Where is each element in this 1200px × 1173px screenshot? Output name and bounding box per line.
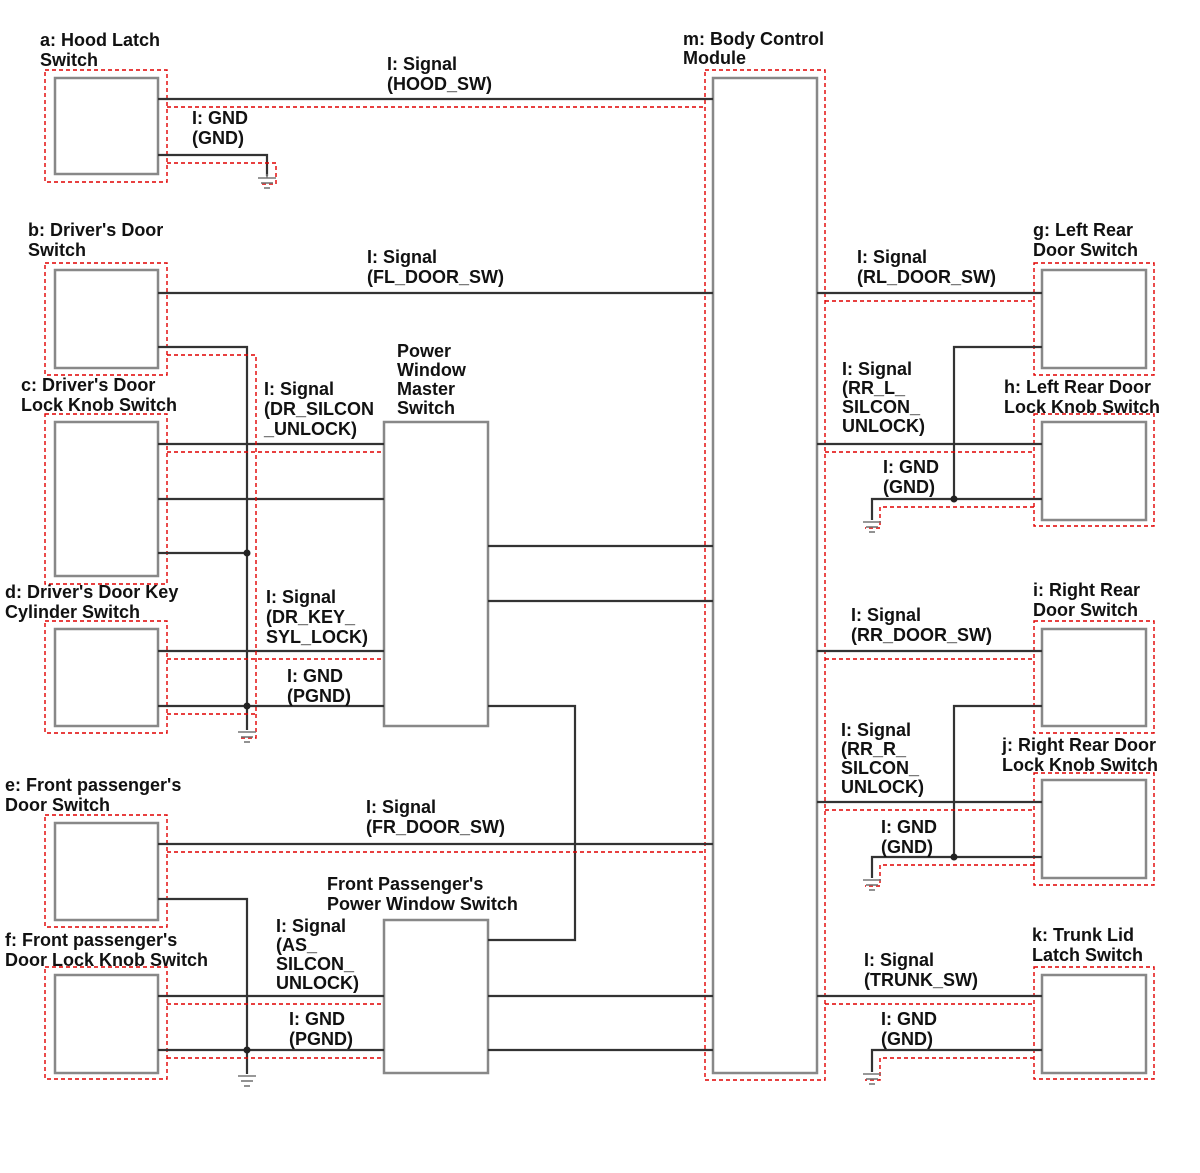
wire-rr-gnd — [870, 855, 1042, 878]
wire-fl-door-common — [158, 345, 249, 730]
drivers-door-switch-box — [53, 268, 160, 370]
label-drivers-door-switch: b: Driver's Door Switch — [28, 220, 168, 260]
dashed-routes — [167, 106, 1034, 1081]
ground-icon — [863, 879, 881, 891]
signal-label-rl-door-sw: I: Signal (RL_DOOR_SW) — [857, 247, 996, 287]
label-hood-latch-switch: a: Hood Latch Switch — [40, 30, 165, 70]
junction-dot — [243, 549, 251, 557]
label-front-passenger-door-lock-knob-switch: f: Front passenger's Door Lock Knob Swit… — [5, 930, 208, 970]
front-passenger-door-lock-knob-switch-box — [53, 973, 160, 1075]
signal-label-trunk-sw: I: Signal (TRUNK_SW) — [864, 950, 978, 990]
drivers-door-switch-outline — [44, 262, 168, 376]
junction-dot — [950, 853, 958, 861]
left-rear-door-lock-knob-switch-outline — [1033, 413, 1155, 527]
wire-rl-door-common — [952, 345, 1042, 499]
signal-label-rr-door-sw: I: Signal (RR_DOOR_SW) — [851, 605, 992, 645]
label-drivers-door-key-cylinder-switch: d: Driver's Door Key Cylinder Switch — [5, 582, 183, 622]
label-trunk-lid-latch-switch: k: Trunk Lid Latch Switch — [1032, 925, 1143, 965]
label-right-rear-door-lock-knob-switch: j: Right Rear Door Lock Knob Switch — [1001, 735, 1161, 775]
signal-label-rr-l-silcon-unlock: I: Signal (RR_L_ SILCON_ UNLOCK) — [842, 359, 925, 436]
signal-label-trunk-gnd: I: GND (GND) — [881, 1009, 942, 1049]
hood-latch-switch-box — [53, 76, 160, 176]
right-rear-door-lock-knob-switch-outline — [1033, 772, 1155, 886]
wire-hood-gnd — [158, 153, 269, 176]
front-passenger-door-lock-knob-switch-outline — [44, 966, 168, 1080]
ground-icon — [258, 174, 276, 189]
signal-label-dr-key-syl-lock: I: Signal (DR_KEY_ SYL_LOCK) — [266, 587, 368, 647]
label-drivers-door-lock-knob-switch: c: Driver's Door Lock Knob Switch — [21, 375, 177, 415]
signal-label-as-pgnd: I: GND (PGND) — [289, 1009, 353, 1049]
front-passenger-power-window-switch-box — [382, 918, 490, 1075]
body-control-module-outline — [704, 69, 826, 1081]
signal-label-lr-gnd: I: GND (GND) — [883, 457, 944, 497]
wire-trunk-gnd — [870, 1048, 1042, 1072]
signal-label-dr-pgnd: I: GND (PGND) — [287, 666, 351, 706]
label-power-window-master-switch: Power Window Master Switch — [397, 341, 471, 418]
component-boxes — [44, 69, 1155, 1081]
front-passenger-door-switch-box — [53, 821, 160, 922]
front-passenger-door-switch-outline — [44, 814, 168, 928]
ground-icon — [863, 521, 881, 533]
route-fl-door-sw — [167, 354, 257, 739]
junction-dot — [243, 1046, 251, 1054]
junction-dots — [243, 495, 958, 1054]
ground-symbols — [238, 174, 881, 1087]
label-left-rear-door-lock-knob-switch: h: Left Rear Door Lock Knob Switch — [1004, 377, 1160, 417]
wire-fr-door-common — [158, 897, 249, 1074]
junction-dot — [243, 702, 251, 710]
route-trunk-gnd — [865, 1057, 1034, 1081]
drivers-door-lock-knob-switch-box — [53, 420, 160, 578]
hood-latch-switch-outline — [44, 69, 168, 183]
junction-dot — [950, 495, 958, 503]
wire-rr-door-common — [952, 704, 1042, 857]
ground-icon — [863, 1073, 881, 1085]
left-rear-door-lock-knob-switch-box — [1040, 420, 1148, 522]
right-rear-door-switch-outline — [1033, 620, 1155, 734]
ground-icon — [238, 731, 256, 743]
signal-label-fl-door-sw: I: Signal (FL_DOOR_SW) — [367, 247, 504, 287]
signal-label-rr-gnd: I: GND (GND) — [881, 817, 942, 857]
trunk-lid-latch-switch-box — [1040, 973, 1148, 1075]
signal-label-as-silcon-unlock: I: Signal (AS_ SILCON_ UNLOCK) — [276, 916, 359, 993]
left-rear-door-switch-box — [1040, 268, 1148, 370]
route-hood-gnd — [167, 162, 277, 185]
drivers-door-key-cylinder-switch-box — [53, 627, 160, 728]
label-left-rear-door-switch: g: Left Rear Door Switch — [1033, 220, 1138, 260]
drivers-door-key-cylinder-switch-outline — [44, 620, 168, 734]
label-body-control-module: m: Body Control Module — [683, 29, 829, 68]
wire-pwm-to-fpw — [488, 704, 577, 942]
label-front-passenger-door-switch: e: Front passenger's Door Switch — [5, 775, 186, 815]
right-rear-door-lock-knob-switch-box — [1040, 778, 1148, 880]
signal-label-rr-r-silcon-unlock: I: Signal (RR_R_ SILCON_ UNLOCK) — [841, 720, 924, 797]
route-lr-gnd — [865, 506, 1034, 529]
signal-labels: I: Signal (HOOD_SW) I: GND (GND) I: Sign… — [192, 54, 996, 1049]
trunk-lid-latch-switch-outline — [1033, 966, 1155, 1080]
right-rear-door-switch-box — [1040, 627, 1148, 728]
power-window-master-switch-box — [382, 420, 490, 728]
body-control-module-box — [711, 76, 819, 1075]
left-rear-door-switch-outline — [1033, 262, 1155, 376]
component-labels: a: Hood Latch Switch b: Driver's Door Sw… — [5, 29, 1161, 970]
ground-icon — [238, 1075, 256, 1087]
route-rr-gnd — [865, 864, 1034, 887]
signal-label-dr-silcon-unlock: I: Signal (DR_SILCON _UNLOCK) — [263, 379, 379, 439]
signal-label-hood-sw: I: Signal (HOOD_SW) — [387, 54, 492, 94]
wires — [158, 97, 1042, 1074]
signal-label-hood-gnd: I: GND (GND) — [192, 108, 253, 148]
label-front-passenger-power-window-switch: Front Passenger's Power Window Switch — [327, 874, 518, 914]
label-right-rear-door-switch: i: Right Rear Door Switch — [1033, 580, 1145, 620]
wire-lr-gnd — [870, 497, 1042, 520]
signal-label-fr-door-sw: I: Signal (FR_DOOR_SW) — [366, 797, 505, 837]
